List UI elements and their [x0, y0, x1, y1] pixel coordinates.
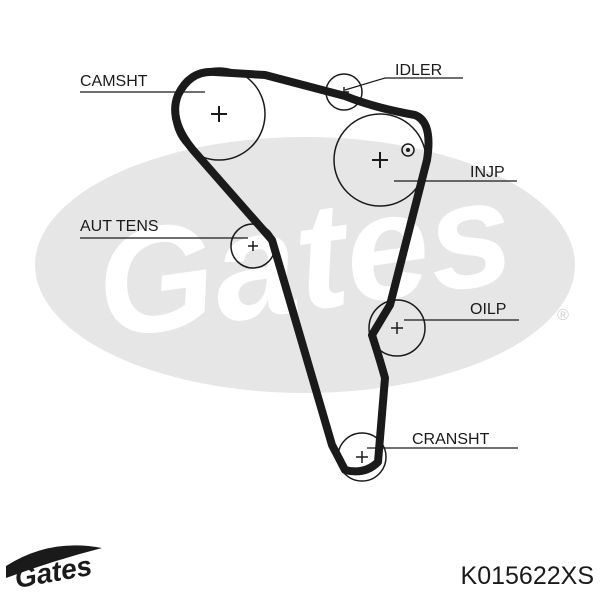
gates-logo: Gates [6, 545, 102, 594]
leader-lines [80, 77, 519, 449]
idler-center-mark [339, 87, 349, 97]
injp-timing-mark-dot [406, 148, 410, 152]
pulley-camshaft [172, 67, 266, 161]
oilp-center-mark [391, 322, 403, 334]
label-camshaft: CAMSHT [80, 73, 148, 90]
label-injection-pump: INJP [470, 164, 505, 181]
logo-swoosh [6, 545, 102, 578]
leader-idler [344, 77, 463, 91]
watermark-registered-mark: ® [557, 307, 569, 324]
tensioner-center-mark [248, 241, 258, 251]
tensioner-pulley-circle [230, 223, 276, 269]
pulley-crankshaft [337, 432, 387, 482]
pulley-oil-pump [368, 299, 426, 357]
camshaft-center-mark [211, 106, 227, 122]
pulley-idler [325, 73, 363, 111]
idler-pulley-circle [325, 73, 363, 111]
label-idler: IDLER [395, 62, 442, 79]
label-oil-pump: OILP [470, 301, 506, 318]
watermark-ellipse [35, 137, 575, 393]
label-crankshaft: CRANSHT [412, 431, 490, 448]
part-number: K015622XS [461, 562, 594, 590]
timing-belt [171, 67, 433, 476]
injp-timing-mark-ring [401, 143, 415, 157]
injp-center-mark [372, 152, 388, 168]
gates-watermark: Gates ® [35, 137, 575, 393]
crankshaft-pulley-circle [337, 432, 387, 482]
label-auto-tensioner: AUT TENS [80, 218, 159, 235]
injp-pulley-circle [333, 113, 427, 207]
pulley-auto-tensioner [230, 223, 276, 269]
crankshaft-center-mark [356, 451, 368, 463]
camshaft-pulley-circle [172, 67, 266, 161]
pulley-injection-pump [333, 113, 427, 207]
oilp-pulley-circle [368, 299, 426, 357]
